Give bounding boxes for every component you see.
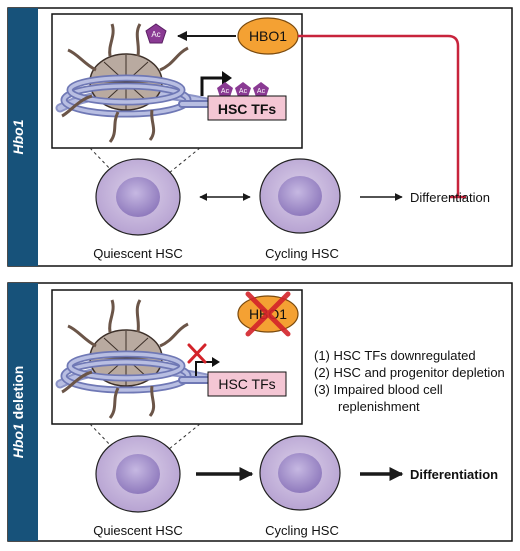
acetyl-mark-label: Ac: [239, 88, 248, 95]
tf-acetyl-marks: Ac Ac Ac: [217, 82, 269, 97]
acetyl-group: Ac: [145, 23, 167, 44]
effect-item: (2) HSC and progenitor depletion: [314, 365, 505, 380]
differentiation-label: Differentiation: [410, 190, 490, 205]
blocked-transcription-arrow: [195, 361, 214, 376]
cycling-hsc-cell: [259, 158, 341, 234]
tf-box: [207, 95, 287, 121]
bottom-sidebar: [8, 283, 38, 541]
cycling-hsc-cell-bottom: [259, 435, 341, 511]
bottom-sidebar-label: Hbo1 deletion: [10, 366, 26, 459]
deletion-effects-list: (1) HSC TFs downregulated (2) HSC and pr…: [314, 348, 505, 414]
hbo1-label: HBO1: [249, 28, 287, 44]
quiescent-hsc-cell-bottom: [95, 435, 181, 513]
tf-box-bottom: [207, 371, 287, 397]
cycling-hsc-label: Cycling HSC: [265, 246, 339, 261]
tf-box-label: HSC TFs: [218, 101, 277, 117]
blocked-transcription-arrowhead: [212, 357, 220, 367]
top-sidebar-label: Hbo1: [10, 119, 26, 154]
effect-item: (3) Impaired blood cell: [314, 382, 443, 397]
effect-item: replenishment: [338, 399, 420, 414]
quiescent-hsc-bottom-label: Quiescent HSC: [93, 523, 183, 538]
differentiation-bold-label: Differentiation: [410, 467, 498, 482]
deletion-x-icon: [245, 291, 291, 337]
transcription-arrow: [200, 76, 225, 96]
bottom-panel: Hbo1 deletion HSC TFs: [7, 282, 513, 542]
acetyl-label: Ac: [151, 30, 160, 39]
blocked-x-icon: [187, 343, 207, 364]
bottom-nucleosome: [55, 299, 220, 419]
top-sidebar: [8, 8, 38, 266]
transcription-arrowhead: [222, 71, 232, 85]
tf-box-bottom-label: HSC TFs: [218, 376, 275, 392]
effect-item: (1) HSC TFs downregulated: [314, 348, 476, 363]
inhibition-line: [298, 34, 460, 196]
quiescent-hsc-label: Quiescent HSC: [93, 246, 183, 261]
acetyl-mark-label: Ac: [257, 88, 266, 95]
top-nucleosome: [55, 23, 220, 143]
quiescent-hsc-cell: [95, 158, 181, 236]
top-panel: Hbo1 Ac: [7, 7, 513, 267]
acetyl-mark-label: Ac: [221, 88, 230, 95]
cycling-hsc-bottom-label: Cycling HSC: [265, 523, 339, 538]
